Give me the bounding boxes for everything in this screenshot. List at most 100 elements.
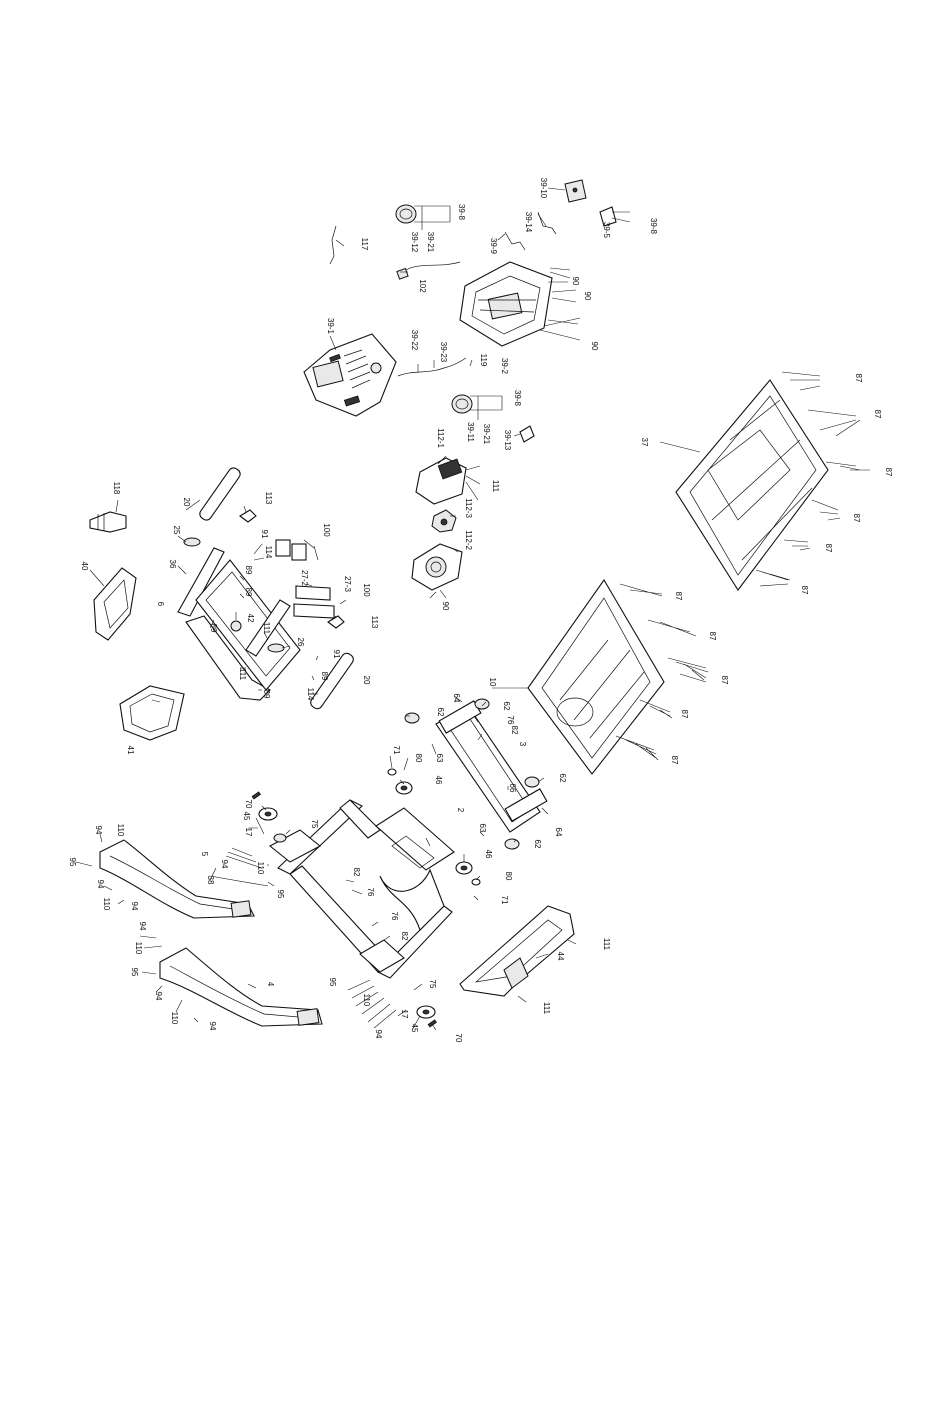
callout-label-40: 40 <box>80 562 89 571</box>
callout-label-39-8: 39-8 <box>513 390 522 407</box>
callout-label-112-1: 112-1 <box>436 428 445 448</box>
part-112-3-fan-blade <box>431 509 457 533</box>
callout-label-5: 5 <box>200 852 209 857</box>
callout-label-87: 87 <box>854 374 863 383</box>
callout-label-118: 118 <box>112 482 121 495</box>
callout-label-39-11: 39-11 <box>466 422 475 442</box>
callout-label-110: 110 <box>170 1012 179 1025</box>
callout-label-39-10: 39-10 <box>539 178 548 199</box>
callout-label-94: 94 <box>208 1022 217 1031</box>
callout-label-87: 87 <box>680 710 689 719</box>
callout-label-113: 113 <box>370 616 379 629</box>
callout-label-80: 80 <box>414 754 423 763</box>
callout-label-89: 89 <box>262 690 271 699</box>
callout-label-82: 82 <box>510 726 519 735</box>
callout-label-110: 110 <box>134 942 143 955</box>
callout-label-87: 87 <box>670 756 679 765</box>
callout-label-39-21: 39-21 <box>426 232 435 253</box>
callout-label-62: 62 <box>436 708 445 717</box>
callout-label-39-22: 39-22 <box>410 330 419 351</box>
part-39-1-console-front <box>303 333 397 417</box>
callout-label-39-1: 39-1 <box>326 318 335 335</box>
callout-label-41: 41 <box>126 746 135 755</box>
callout-label-87: 87 <box>720 676 729 685</box>
callout-label-90: 90 <box>590 342 599 351</box>
callout-label-110: 110 <box>116 824 125 837</box>
callout-label-76: 76 <box>366 888 375 897</box>
callout-label-94: 94 <box>374 1030 383 1039</box>
callout-label-111: 111 <box>602 938 611 951</box>
part-5-pedal-arm <box>99 839 255 919</box>
part-4-pedal-arm <box>159 947 323 1027</box>
callout-label-80: 80 <box>504 872 513 881</box>
callout-label-66: 66 <box>508 784 517 793</box>
part-44-side-cover <box>459 905 575 997</box>
callout-label-70: 70 <box>454 1034 463 1043</box>
part-20-grip-upper <box>199 467 241 521</box>
part-26-cover <box>267 643 285 653</box>
callout-label-111: 111 <box>542 1002 551 1015</box>
part-46-roller-b <box>455 861 473 875</box>
callout-label-76: 76 <box>390 912 399 921</box>
callout-label-110: 110 <box>102 898 111 911</box>
callout-label-111: 111 <box>238 668 247 681</box>
callout-label-100: 100 <box>362 583 371 597</box>
callout-label-45: 45 <box>410 1024 419 1033</box>
part-113-cap-lower <box>327 615 345 629</box>
part-62-wheel-c <box>524 776 540 788</box>
callout-label-62: 62 <box>533 840 542 849</box>
callout-label-90: 90 <box>583 292 592 301</box>
part-6-handlebar <box>177 547 301 701</box>
leader-lines <box>75 187 870 1031</box>
part-27-2-bracket <box>295 585 331 601</box>
callout-label-39-13: 39-13 <box>503 430 512 451</box>
part-27-3-bracket <box>293 603 335 619</box>
part-70-bolt-upper <box>251 791 261 800</box>
callout-label-71: 71 <box>392 746 401 755</box>
part-113-cap-upper <box>239 509 257 523</box>
part-39-9-wire <box>504 231 526 251</box>
callout-label-6: 6 <box>156 602 165 607</box>
callout-label-75: 75 <box>310 820 319 829</box>
callout-label-75: 75 <box>428 980 437 989</box>
callout-label-62: 62 <box>558 774 567 783</box>
callout-label-39-5: 39-5 <box>602 222 611 239</box>
callout-label-94: 94 <box>96 880 105 889</box>
part-100-clip <box>275 539 307 561</box>
callout-label-87: 87 <box>852 514 861 523</box>
callout-label-95: 95 <box>276 890 285 899</box>
callout-label-94: 94 <box>130 902 139 911</box>
callout-label-63: 63 <box>435 754 444 763</box>
callout-label-39-21: 39-21 <box>482 424 491 445</box>
callout-label-94: 94 <box>94 826 103 835</box>
callout-label-89: 89 <box>244 566 253 575</box>
callout-label-87: 87 <box>824 544 833 553</box>
part-39-13-module <box>519 425 535 443</box>
callout-label-20: 20 <box>362 676 371 685</box>
part-38-bushing <box>273 833 287 843</box>
callout-label-110: 110 <box>256 862 265 875</box>
callout-label-110: 110 <box>362 994 371 1007</box>
callout-label-114: 114 <box>306 688 315 701</box>
callout-label-82: 82 <box>400 932 409 941</box>
callout-label-46: 46 <box>484 850 493 859</box>
callout-label-112-3: 112-3 <box>464 498 473 518</box>
callout-label-70: 70 <box>244 800 253 809</box>
callout-label-89: 89 <box>244 588 253 597</box>
part-39-10-board <box>564 179 587 203</box>
callout-label-117: 117 <box>360 238 369 251</box>
part-39-2-console-rear <box>459 261 553 347</box>
callout-label-89: 89 <box>320 672 329 681</box>
callout-label-119: 119 <box>479 354 488 367</box>
callout-label-42: 42 <box>246 614 255 623</box>
part-80-washer-b <box>471 878 481 886</box>
callout-label-3: 3 <box>518 742 527 747</box>
callout-label-112-2: 112-2 <box>464 530 473 550</box>
part-39-22-cable <box>397 357 467 377</box>
callout-label-39-9: 39-9 <box>489 238 498 255</box>
part-70-bolt-lower <box>427 1019 437 1028</box>
part-102-cable <box>396 261 461 280</box>
part-62-wheel-a <box>404 712 420 724</box>
part-41-cover <box>119 685 185 741</box>
